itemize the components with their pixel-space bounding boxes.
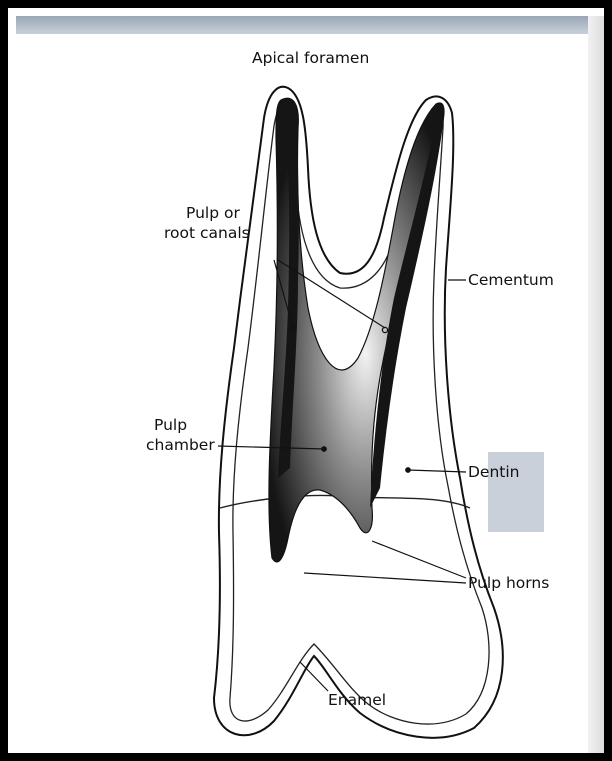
label-cementum: Cementum (468, 271, 554, 290)
label-pulp-horns: Pulp horns (468, 574, 549, 593)
label-apical-foramen: Apical foramen (252, 49, 369, 68)
tooth-diagram (8, 8, 612, 761)
label-chamber: chamber (146, 436, 215, 455)
label-enamel: Enamel (328, 691, 386, 710)
label-root-canals: root canals (164, 224, 250, 243)
label-pulp-or: Pulp or (186, 204, 240, 223)
label-pulp: Pulp (154, 416, 187, 435)
label-dentin: Dentin (468, 463, 520, 482)
